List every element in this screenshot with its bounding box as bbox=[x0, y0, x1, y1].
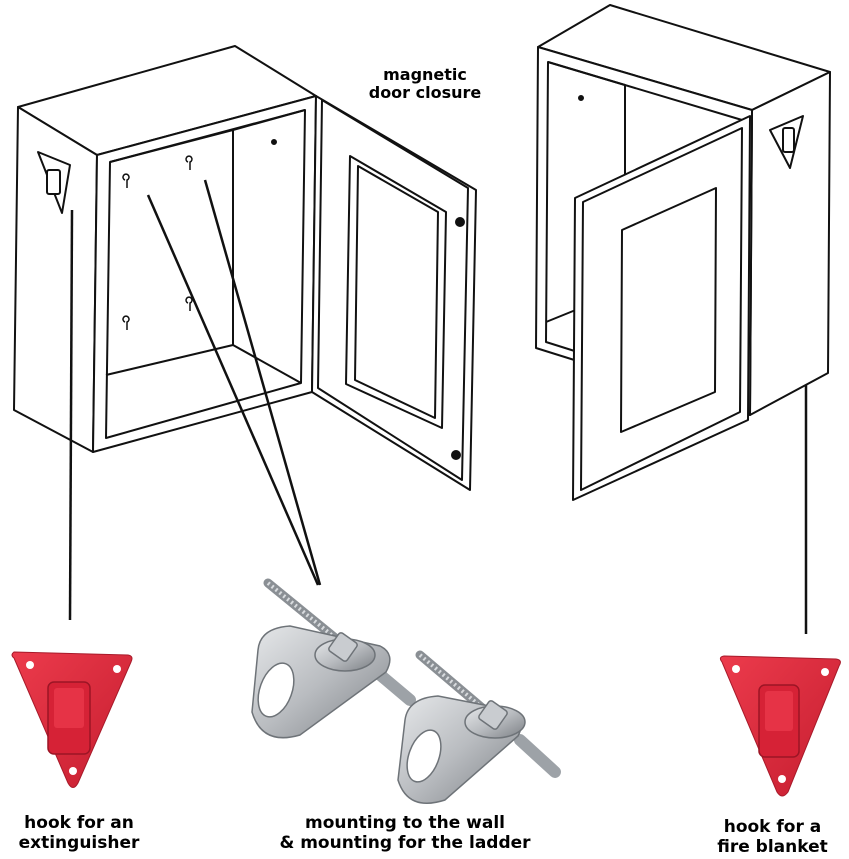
fire-blanket-hook-label: hook for a fire blanket bbox=[700, 817, 845, 857]
extinguisher-label-line2: extinguisher bbox=[18, 832, 140, 853]
door-window bbox=[345, 155, 447, 429]
blanket-label-line2: fire blanket bbox=[717, 836, 828, 857]
blanket-label-line1: hook for a bbox=[723, 817, 822, 837]
left-cabinet-door bbox=[311, 95, 477, 491]
extinguisher-hook-label: hook for an extinguisher bbox=[4, 813, 154, 853]
pointer-lines bbox=[68, 160, 808, 634]
left-cabinet bbox=[13, 45, 317, 453]
right-cabinet-door bbox=[572, 115, 751, 501]
extinguisher-hook-icon bbox=[11, 651, 133, 788]
left-cabinet-opening bbox=[105, 109, 306, 439]
wall-anchor-icon bbox=[251, 578, 561, 804]
keyhole-icon bbox=[122, 155, 193, 330]
extinguisher-label-line1: hook for an bbox=[24, 813, 134, 833]
door-window bbox=[620, 187, 717, 433]
side-hook-plate-icon bbox=[769, 115, 804, 169]
wall-label-line2: & mounting for the ladder bbox=[279, 832, 531, 853]
fire-blanket-hook-icon bbox=[719, 655, 841, 797]
side-hook-plate-icon bbox=[37, 151, 71, 214]
magnetic-label-line1: magnetic bbox=[383, 65, 467, 84]
wall-mounting-label: mounting to the wall & mounting for the … bbox=[255, 813, 555, 853]
wall-label-line1: mounting to the wall bbox=[305, 813, 505, 833]
magnetic-door-closure-label: magnetic door closure bbox=[360, 65, 490, 103]
magnetic-label-line2: door closure bbox=[368, 83, 482, 103]
